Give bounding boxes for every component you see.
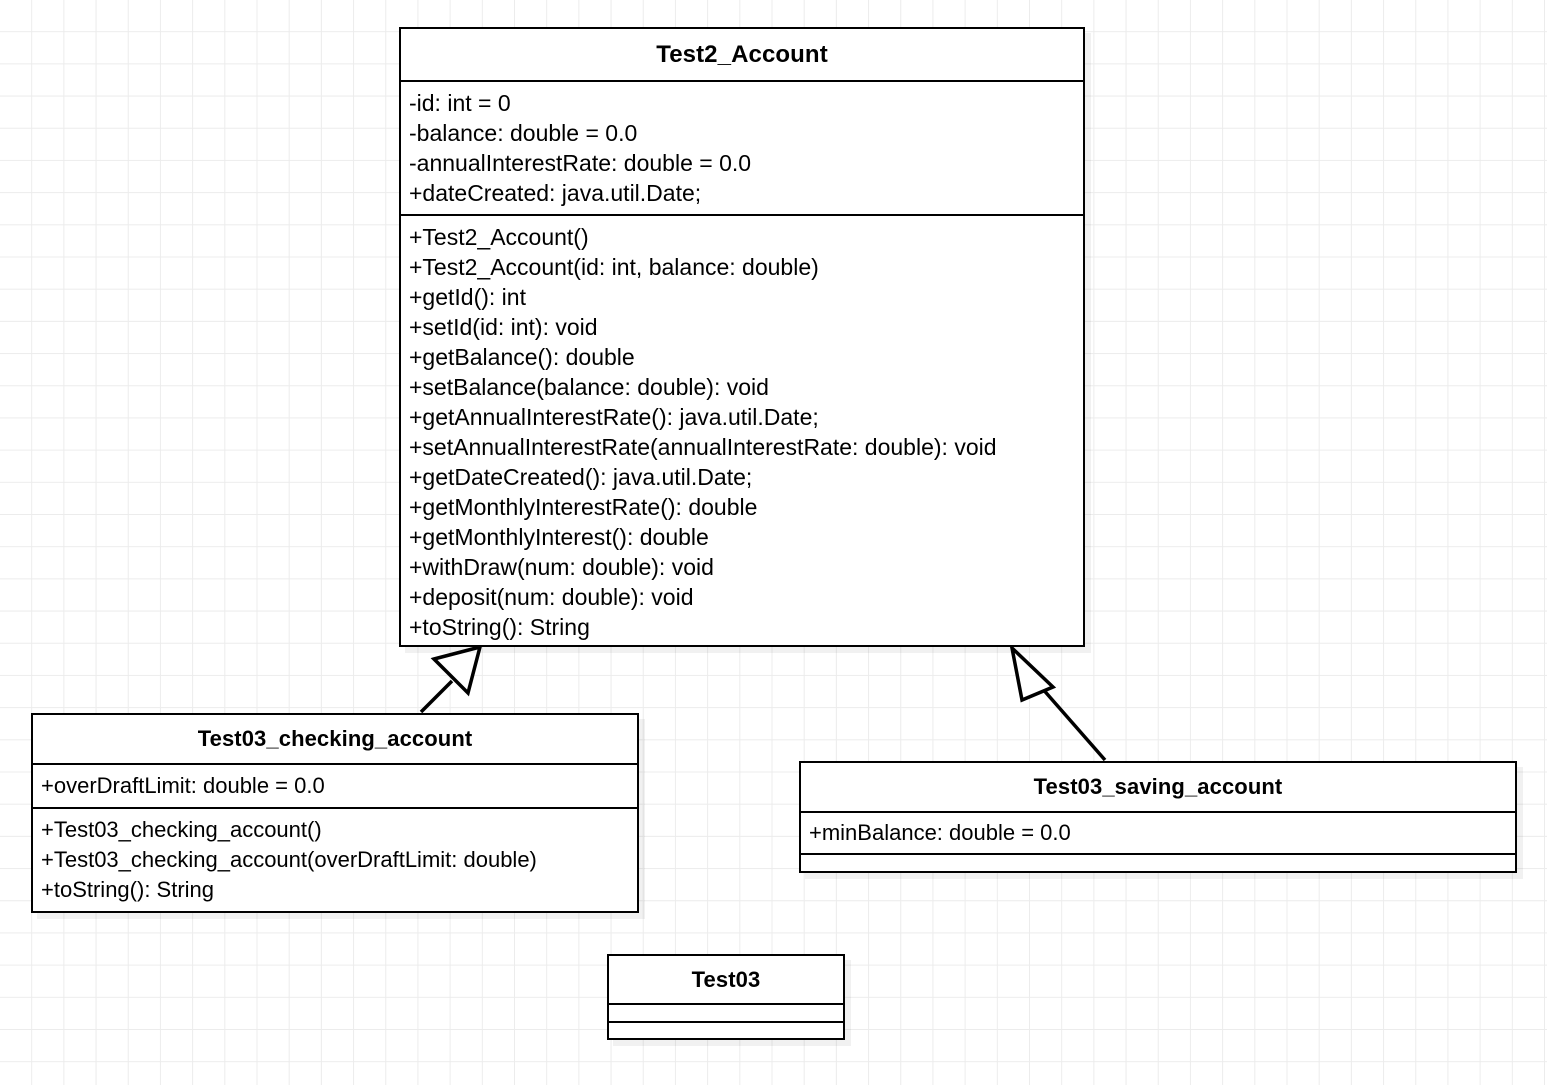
method-row: +getMonthlyInterestRate(): double — [409, 494, 758, 520]
method-row: +Test03_checking_account(overDraftLimit:… — [41, 847, 537, 872]
method-row: +toString(): String — [409, 614, 590, 640]
attribute-row: +overDraftLimit: double = 0.0 — [41, 773, 325, 798]
generalization-saving-to-account — [1009, 642, 1107, 762]
attributes-compartment-test2-account: -id: int = 0 -balance: double = 0.0 -ann… — [401, 80, 1083, 214]
methods-compartment-test03-saving-account — [801, 853, 1515, 869]
method-row: +deposit(num: double): void — [409, 584, 694, 610]
method-row: +getMonthlyInterest(): double — [409, 524, 709, 550]
method-row: +withDraw(num: double): void — [409, 554, 714, 580]
methods-compartment-test03 — [609, 1021, 843, 1039]
attribute-row: +dateCreated: java.util.Date; — [409, 180, 702, 206]
hollow-triangle-arrowhead-icon — [1009, 642, 1057, 703]
method-row: +setId(id: int): void — [409, 314, 598, 340]
method-row: +setAnnualInterestRate(annualInterestRat… — [409, 434, 997, 460]
attribute-row: -annualInterestRate: double = 0.0 — [409, 150, 752, 176]
method-row: +getDateCreated(): java.util.Date; — [409, 464, 753, 490]
method-row: +Test03_checking_account() — [41, 817, 322, 842]
hollow-triangle-arrowhead-icon — [430, 644, 483, 697]
class-box-test2-account[interactable]: Test2_Account -id: int = 0 -balance: dou… — [399, 27, 1085, 647]
methods-compartment-test2-account: +Test2_Account() +Test2_Account(id: int,… — [401, 214, 1083, 648]
attribute-row: -balance: double = 0.0 — [409, 120, 638, 146]
class-name-test03-checking-account: Test03_checking_account — [197, 726, 473, 751]
class-box-test03-checking-account[interactable]: Test03_checking_account +overDraftLimit:… — [31, 713, 639, 913]
method-row: +getAnnualInterestRate(): java.util.Date… — [409, 404, 819, 430]
generalization-checking-to-account — [419, 644, 483, 714]
method-row: +Test2_Account(id: int, balance: double) — [409, 254, 819, 280]
method-row: +setBalance(balance: double): void — [409, 374, 769, 400]
attribute-row: -id: int = 0 — [409, 90, 511, 116]
attributes-compartment-test03 — [609, 1003, 843, 1021]
method-row: +getId(): int — [409, 284, 526, 310]
class-name-test03: Test03 — [691, 967, 761, 992]
class-name-test2-account: Test2_Account — [656, 41, 828, 68]
method-row: +Test2_Account() — [409, 224, 589, 250]
class-box-test03-saving-account[interactable]: Test03_saving_account +minBalance: doubl… — [799, 761, 1517, 873]
generalization-line — [419, 679, 454, 714]
class-name-test03-saving-account: Test03_saving_account — [1033, 774, 1283, 799]
attribute-row: +minBalance: double = 0.0 — [809, 820, 1071, 845]
method-row: +getBalance(): double — [409, 344, 635, 370]
methods-compartment-test03-checking-account: +Test03_checking_account() +Test03_check… — [33, 807, 637, 911]
method-row: +toString(): String — [41, 877, 215, 902]
generalization-line — [1039, 685, 1107, 762]
attributes-compartment-test03-checking-account: +overDraftLimit: double = 0.0 — [33, 763, 637, 807]
class-box-test03[interactable]: Test03 — [607, 954, 845, 1040]
attributes-compartment-test03-saving-account: +minBalance: double = 0.0 — [801, 811, 1515, 853]
